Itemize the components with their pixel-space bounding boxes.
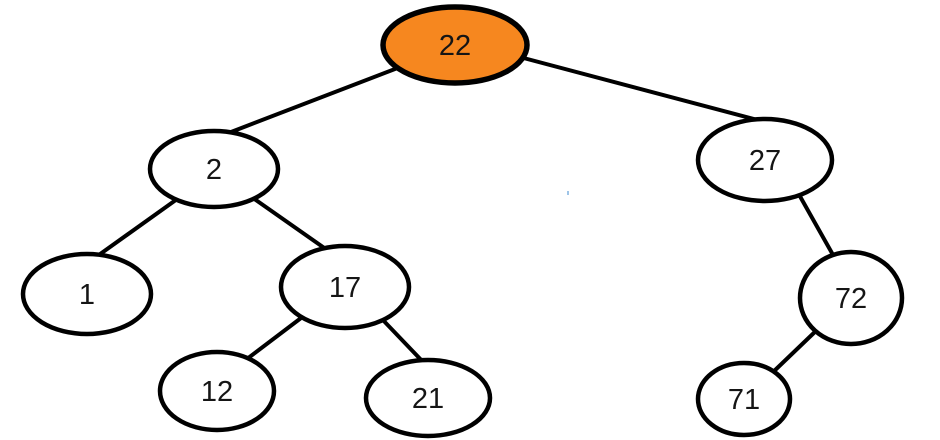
- tree-node-21: 21: [363, 357, 493, 439]
- edge-22-2: [216, 62, 410, 139]
- node-shape-71: [695, 360, 793, 438]
- stray-pixel-artifact: [567, 191, 569, 195]
- tree-node-71: 71: [695, 360, 793, 438]
- edge-27-72: [795, 189, 839, 264]
- node-label-2: 2: [206, 154, 222, 186]
- edge-2-17: [251, 196, 332, 254]
- tree-node-2: 2: [147, 128, 281, 210]
- node-label-71: 71: [728, 384, 760, 416]
- node-label-21: 21: [412, 383, 444, 415]
- edge-72-71: [769, 326, 821, 376]
- edge-2-1: [94, 195, 182, 259]
- node-label-12: 12: [201, 376, 233, 408]
- tree-node-27: 27: [695, 116, 835, 204]
- tree-node-12: 12: [157, 349, 277, 433]
- node-shape-12: [157, 349, 277, 433]
- edge-17-12: [241, 313, 307, 364]
- node-shape-17: [278, 243, 412, 331]
- edge-22-27: [514, 54, 771, 125]
- node-shape-1: [20, 251, 154, 337]
- node-label-27: 27: [749, 145, 781, 177]
- tree-node-17: 17: [278, 243, 412, 331]
- node-label-22: 22: [439, 30, 471, 62]
- tree-node-72: 72: [797, 249, 905, 347]
- node-label-1: 1: [79, 279, 95, 311]
- node-shape-21: [363, 357, 493, 439]
- tree-node-1: 1: [20, 251, 154, 337]
- tree-node-22: 22: [380, 4, 530, 86]
- node-label-72: 72: [835, 283, 867, 315]
- node-shape-27: [695, 116, 835, 204]
- node-shape-22: [380, 4, 530, 86]
- node-label-17: 17: [329, 272, 361, 304]
- node-shape-72: [797, 249, 905, 347]
- edge-17-21: [378, 315, 427, 366]
- node-shape-2: [147, 128, 281, 210]
